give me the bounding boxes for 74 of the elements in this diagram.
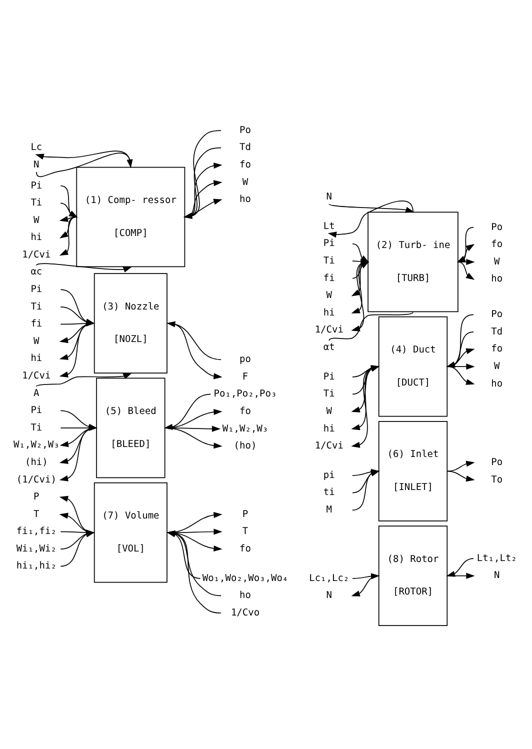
node-text: Ti: [323, 388, 335, 400]
node-text: Wo₁,Wo₂,Wo₃,Wo₄: [202, 572, 288, 584]
node-text: 1/Cvi: [314, 440, 344, 452]
node-text: Po: [491, 456, 503, 468]
node-text: W: [34, 214, 40, 226]
node-text: (hi): [24, 456, 48, 468]
node-text: Po: [491, 221, 503, 232]
node-text: (1/Cvi): [16, 474, 56, 485]
node-text: Wi₁,Wi₂: [16, 542, 56, 554]
node-text: Po₁,Po₂,Po₃: [214, 388, 277, 400]
node-text: ho: [491, 378, 503, 389]
node-text: N: [326, 590, 332, 601]
node-text: Ti: [30, 300, 42, 312]
node-text: Ti: [30, 197, 42, 208]
node-text: W: [34, 335, 40, 346]
node-text: Po: [240, 124, 251, 136]
node-text: A: [34, 387, 40, 398]
node-text: 1/Cvi: [22, 370, 51, 381]
node-text: (ho): [234, 440, 257, 452]
node-text: ti: [323, 486, 335, 498]
node-text: hi: [323, 422, 335, 434]
node-text: 1/Cvi: [22, 248, 51, 260]
node-text: Td: [491, 326, 503, 337]
node-text: hi: [30, 352, 42, 364]
node-text: ho: [240, 590, 251, 601]
node-text: pi: [323, 469, 335, 480]
node-text: hi: [323, 306, 335, 318]
node-text: Pi: [30, 180, 42, 191]
node-text: W: [494, 256, 500, 267]
node-text: αt: [323, 341, 335, 352]
node-text: Pi: [30, 284, 42, 295]
node-text: fo: [491, 238, 503, 250]
node-text: P: [242, 508, 248, 520]
node-text: 1/Cvo: [230, 606, 260, 618]
node-text: N: [494, 570, 500, 581]
node-text: Lc₁,Lc₂: [309, 572, 350, 584]
node-text: fi: [323, 272, 335, 284]
node-text: W₁,W₂,W₃: [14, 439, 60, 450]
node-text: W₁,W₂,W₃: [222, 422, 268, 434]
node-text: αc: [30, 266, 42, 278]
node-text: W: [494, 360, 500, 372]
node-text: W: [242, 176, 248, 188]
node-text: W: [326, 405, 332, 416]
node-text: N: [326, 191, 332, 202]
node-text: W: [326, 290, 332, 301]
node-text: Po: [491, 308, 503, 320]
node-text: fo: [491, 343, 503, 354]
node-text: fi: [30, 318, 42, 330]
node-text: Lc: [30, 142, 42, 153]
node-text: fo: [240, 542, 251, 554]
node-text: F: [242, 370, 248, 382]
node-text: ho: [240, 194, 251, 205]
node-text: T: [34, 508, 40, 520]
node-text: po: [240, 354, 251, 365]
node-text: ho: [491, 273, 503, 284]
node-text: To: [491, 474, 503, 485]
node-text: hi: [30, 232, 42, 243]
node-text: T: [242, 526, 248, 537]
node-text: fo: [240, 159, 251, 170]
node-text: Td: [240, 142, 251, 153]
node-text: Pi: [30, 404, 42, 416]
node-text: 1/Cvi: [314, 324, 344, 336]
node-text: hi₁,hi₂: [16, 560, 56, 572]
node-text: Pi: [323, 238, 335, 249]
node-text: N: [34, 159, 40, 170]
node-text: P: [34, 491, 40, 502]
node-text: fo: [240, 405, 251, 416]
node-text: Lt₁,Lt₂: [476, 552, 517, 564]
node-text: M: [326, 504, 332, 516]
node-text: Ti: [30, 422, 42, 433]
node-text: Pi: [323, 370, 335, 382]
node-text: Ti: [323, 255, 335, 266]
node-text: Lt: [323, 220, 335, 232]
node-text: fi₁,fi₂: [16, 526, 56, 537]
